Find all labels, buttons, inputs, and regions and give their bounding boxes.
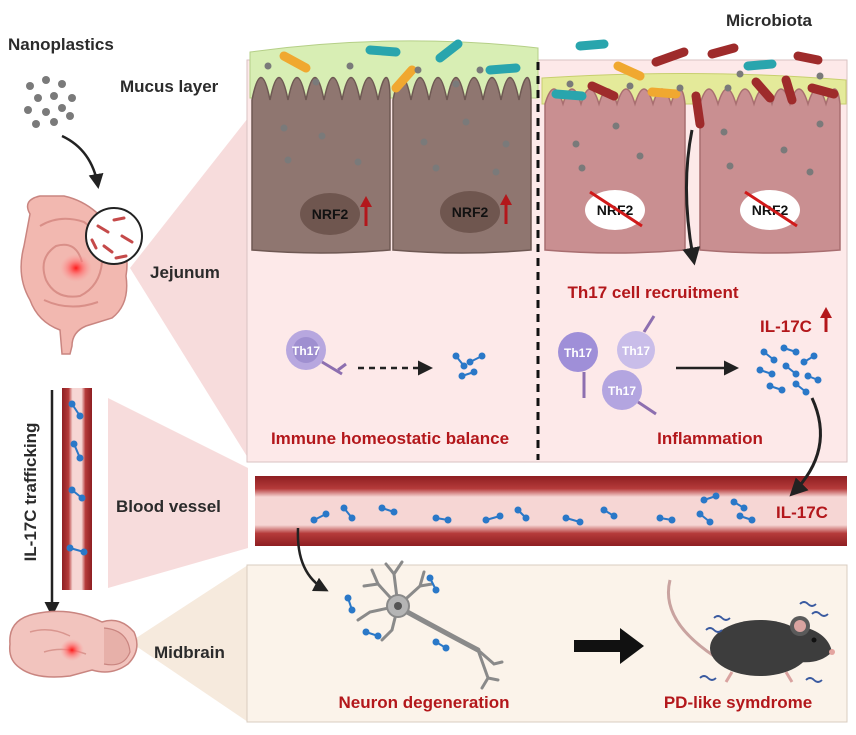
blood-vessel-label: Blood vessel: [116, 497, 221, 516]
horizontal-blood-vessel: [255, 476, 847, 546]
ingestion-arrow-icon: [61, 134, 104, 189]
cytokines-vessel-icon: [310, 492, 756, 526]
il17c-trafficking-label: IL-17C trafficking: [21, 423, 40, 562]
th17-label-4: Th17: [608, 384, 636, 398]
mouse-icon: [666, 579, 835, 683]
midbrain-label: Midbrain: [154, 643, 225, 662]
nanoplastic-particles: [24, 62, 824, 176]
pd-syndrome-label: PD-like symdrome: [664, 693, 812, 712]
mucus-layer-healthy: [249, 40, 539, 99]
nanoplastics-label: Nanoplastics: [8, 35, 114, 54]
jejunum-projection: [130, 118, 248, 458]
progression-arrow-icon: [574, 628, 644, 664]
cytokines-vertical-icon: [66, 400, 88, 556]
th17-label-1: Th17: [292, 344, 320, 358]
magnifier-microbiota-icon: [85, 207, 143, 265]
inflammation-label: Inflammation: [657, 429, 763, 448]
mucus-layer-label: Mucus layer: [120, 77, 219, 96]
nrf2-strike-2-icon: [744, 190, 798, 228]
jejunum-label: Jejunum: [150, 263, 220, 282]
th17-cell-balanced-icon: [286, 330, 347, 376]
vessel-projection: [108, 398, 248, 588]
cytokines-balanced-icon: [452, 352, 486, 380]
nrf2-label-1: NRF2: [312, 206, 349, 222]
il17c-vessel-label: IL-17C: [776, 503, 828, 522]
midbrain-projection: [130, 565, 248, 722]
th17-label-3: Th17: [622, 344, 650, 358]
recruitment-arrow-icon: [682, 129, 701, 266]
neuron-icon: [356, 560, 504, 690]
th17-recruitment-label: Th17 cell recruitment: [567, 283, 738, 302]
immune-balance-label: Immune homeostatic balance: [271, 429, 509, 448]
neuron-nucleus: [394, 602, 402, 610]
il17c-up-label: IL-17C: [760, 317, 812, 336]
microbiota-label: Microbiota: [726, 11, 812, 30]
nrf2-label-2: NRF2: [452, 204, 489, 220]
nrf2-strike-1-icon: [589, 190, 643, 228]
nrf2-up-arrow-2-icon: [500, 194, 512, 224]
brain-icon: [8, 610, 138, 678]
th17-cells-inflamed-icon: [558, 315, 657, 416]
brain-entry-arrow-icon: [296, 527, 329, 592]
neuron-degeneration-label: Neuron degeneration: [339, 693, 510, 712]
tremor-lines-icon: [699, 601, 829, 683]
th17-label-2: Th17: [564, 346, 592, 360]
vertical-blood-vessel: [62, 388, 92, 590]
epithelial-cells-healthy: [251, 77, 532, 254]
microbiota-bacteria-icon: [279, 39, 839, 129]
cytokine-release-arrow-icon: [789, 397, 822, 497]
nrf2-up-arrow-1-icon: [360, 196, 372, 226]
cytokines-inflamed-icon: [756, 344, 822, 396]
il17c-up-arrow-icon: [820, 307, 832, 332]
cytokines-brain-icon: [344, 574, 450, 652]
